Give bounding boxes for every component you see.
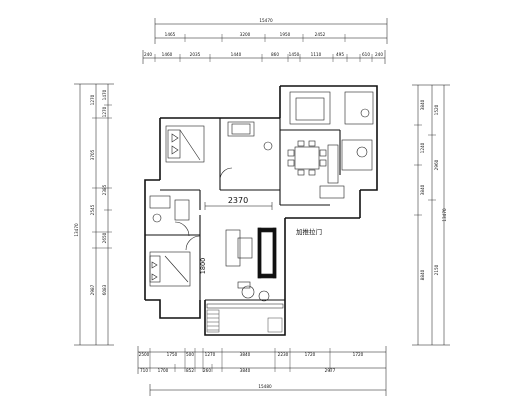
dim-label: 1240 <box>420 142 425 153</box>
dim-label: 1465 <box>165 32 176 37</box>
dim-label: 610 <box>362 52 370 57</box>
dim-label: 710 <box>140 368 148 373</box>
dim-label: 2977 <box>325 368 336 373</box>
dim-label: 1520 <box>434 104 439 115</box>
dim-label: 2385 <box>102 184 107 195</box>
dim-label: 1720 <box>305 352 316 357</box>
balcony-hatch <box>206 309 283 333</box>
dim-label: 3840 <box>420 99 425 110</box>
dim-label: 1270 <box>102 106 107 117</box>
dim-label: 1470 <box>102 89 107 100</box>
left-dimensions <box>74 83 114 346</box>
dim-label: 1460 <box>162 52 173 57</box>
dim-label: 2035 <box>190 52 201 57</box>
dim-label: 2150 <box>434 264 439 275</box>
wall-hatch <box>206 227 284 309</box>
dim-label: 1720 <box>353 352 364 357</box>
dim-label: 2500 <box>139 352 150 357</box>
exterior-walls <box>144 85 378 336</box>
span-label: 2370 <box>228 196 248 205</box>
dim-label: 2545 <box>90 204 95 215</box>
dim-label: 1270 <box>90 94 95 105</box>
dim-label: 1270 <box>205 352 216 357</box>
dim-label: 500 <box>186 352 194 357</box>
dim-label: 3840 <box>240 368 251 373</box>
bottom-dimensions <box>137 346 387 396</box>
dim-label: 260 <box>203 368 211 373</box>
living-room <box>225 227 277 302</box>
left-dims-inner: 1470 1270 2385 2650 6083 <box>102 89 107 295</box>
right-dims-outer: 3840 1240 3840 8840 <box>420 99 425 280</box>
bathroom <box>149 195 190 237</box>
right-total-dim: 13470 <box>442 208 447 222</box>
bottom-total-dim: 15480 <box>258 384 272 389</box>
dim-label: 2650 <box>102 232 107 243</box>
dim-label: 2230 <box>278 352 289 357</box>
dim-label: 1950 <box>280 32 291 37</box>
left-dims-outer: 1270 3705 2545 2987 <box>90 94 95 295</box>
dim-label: 1450 <box>289 52 300 57</box>
top-dims-row2: 240 1460 2035 1440 860 1450 1110 495 610… <box>144 52 383 57</box>
bottom-dims-row1: 2500 1750 500 1270 3840 2230 1720 1720 <box>139 352 364 357</box>
study-room <box>219 121 273 181</box>
dim-label: 1750 <box>167 352 178 357</box>
dim-label: 3840 <box>240 352 251 357</box>
dim-label: 240 <box>375 52 383 57</box>
bedroom-2 <box>149 235 201 287</box>
dim-label: 852 <box>186 368 194 373</box>
kitchen-area <box>289 91 374 199</box>
bedroom-dim-label: 1800 <box>199 258 207 275</box>
dim-label: 860 <box>271 52 279 57</box>
dim-label: 3200 <box>240 32 251 37</box>
dim-label: 2452 <box>315 32 326 37</box>
top-total-dim: 15470 <box>259 18 273 23</box>
interior-walls <box>145 118 341 301</box>
dim-label: 2960 <box>434 159 439 170</box>
right-dims-inner: 1520 2960 2150 <box>434 104 439 275</box>
dim-label: 1110 <box>311 52 322 57</box>
right-dimensions <box>412 84 450 346</box>
span-annotation <box>204 202 273 210</box>
top-dims-row1: 1465 3200 1950 2452 <box>165 32 326 37</box>
left-total-dim: 13470 <box>74 223 79 237</box>
dim-label: 1700 <box>158 368 169 373</box>
bottom-dims-row2: 710 1700 852 260 3840 2977 <box>140 368 336 373</box>
door-note: 加推拉门 <box>296 227 322 236</box>
dim-label: 495 <box>336 52 344 57</box>
dim-label: 2987 <box>90 284 95 295</box>
dim-label: 240 <box>144 52 152 57</box>
dim-label: 6083 <box>102 284 107 295</box>
dim-label: 3705 <box>90 149 95 160</box>
dim-label: 1440 <box>231 52 242 57</box>
top-dimensions <box>142 18 388 64</box>
bedroom-1 <box>165 125 205 163</box>
dim-label: 3840 <box>420 184 425 195</box>
dining-table <box>287 140 327 176</box>
dim-label: 8840 <box>420 269 425 280</box>
